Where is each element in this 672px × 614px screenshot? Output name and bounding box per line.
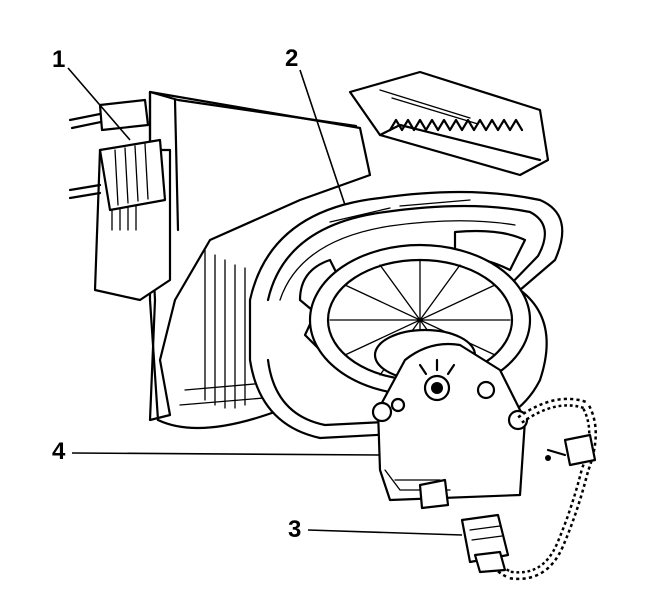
callout-3: 3 [288,516,302,543]
wire-harness [475,397,597,581]
leader-line-4 [71,452,381,456]
leader-line-1 [67,67,131,141]
leader-line-3 [307,529,463,536]
electrical-connector-part-1 [68,98,167,212]
callout-4: 4 [52,438,66,465]
harness-connector-part-3 [460,513,510,574]
blower-motor-actuator-part-4 [371,342,529,510]
callout-2: 2 [285,45,299,72]
callout-1: 1 [52,46,66,73]
leader-line-2 [299,69,346,206]
